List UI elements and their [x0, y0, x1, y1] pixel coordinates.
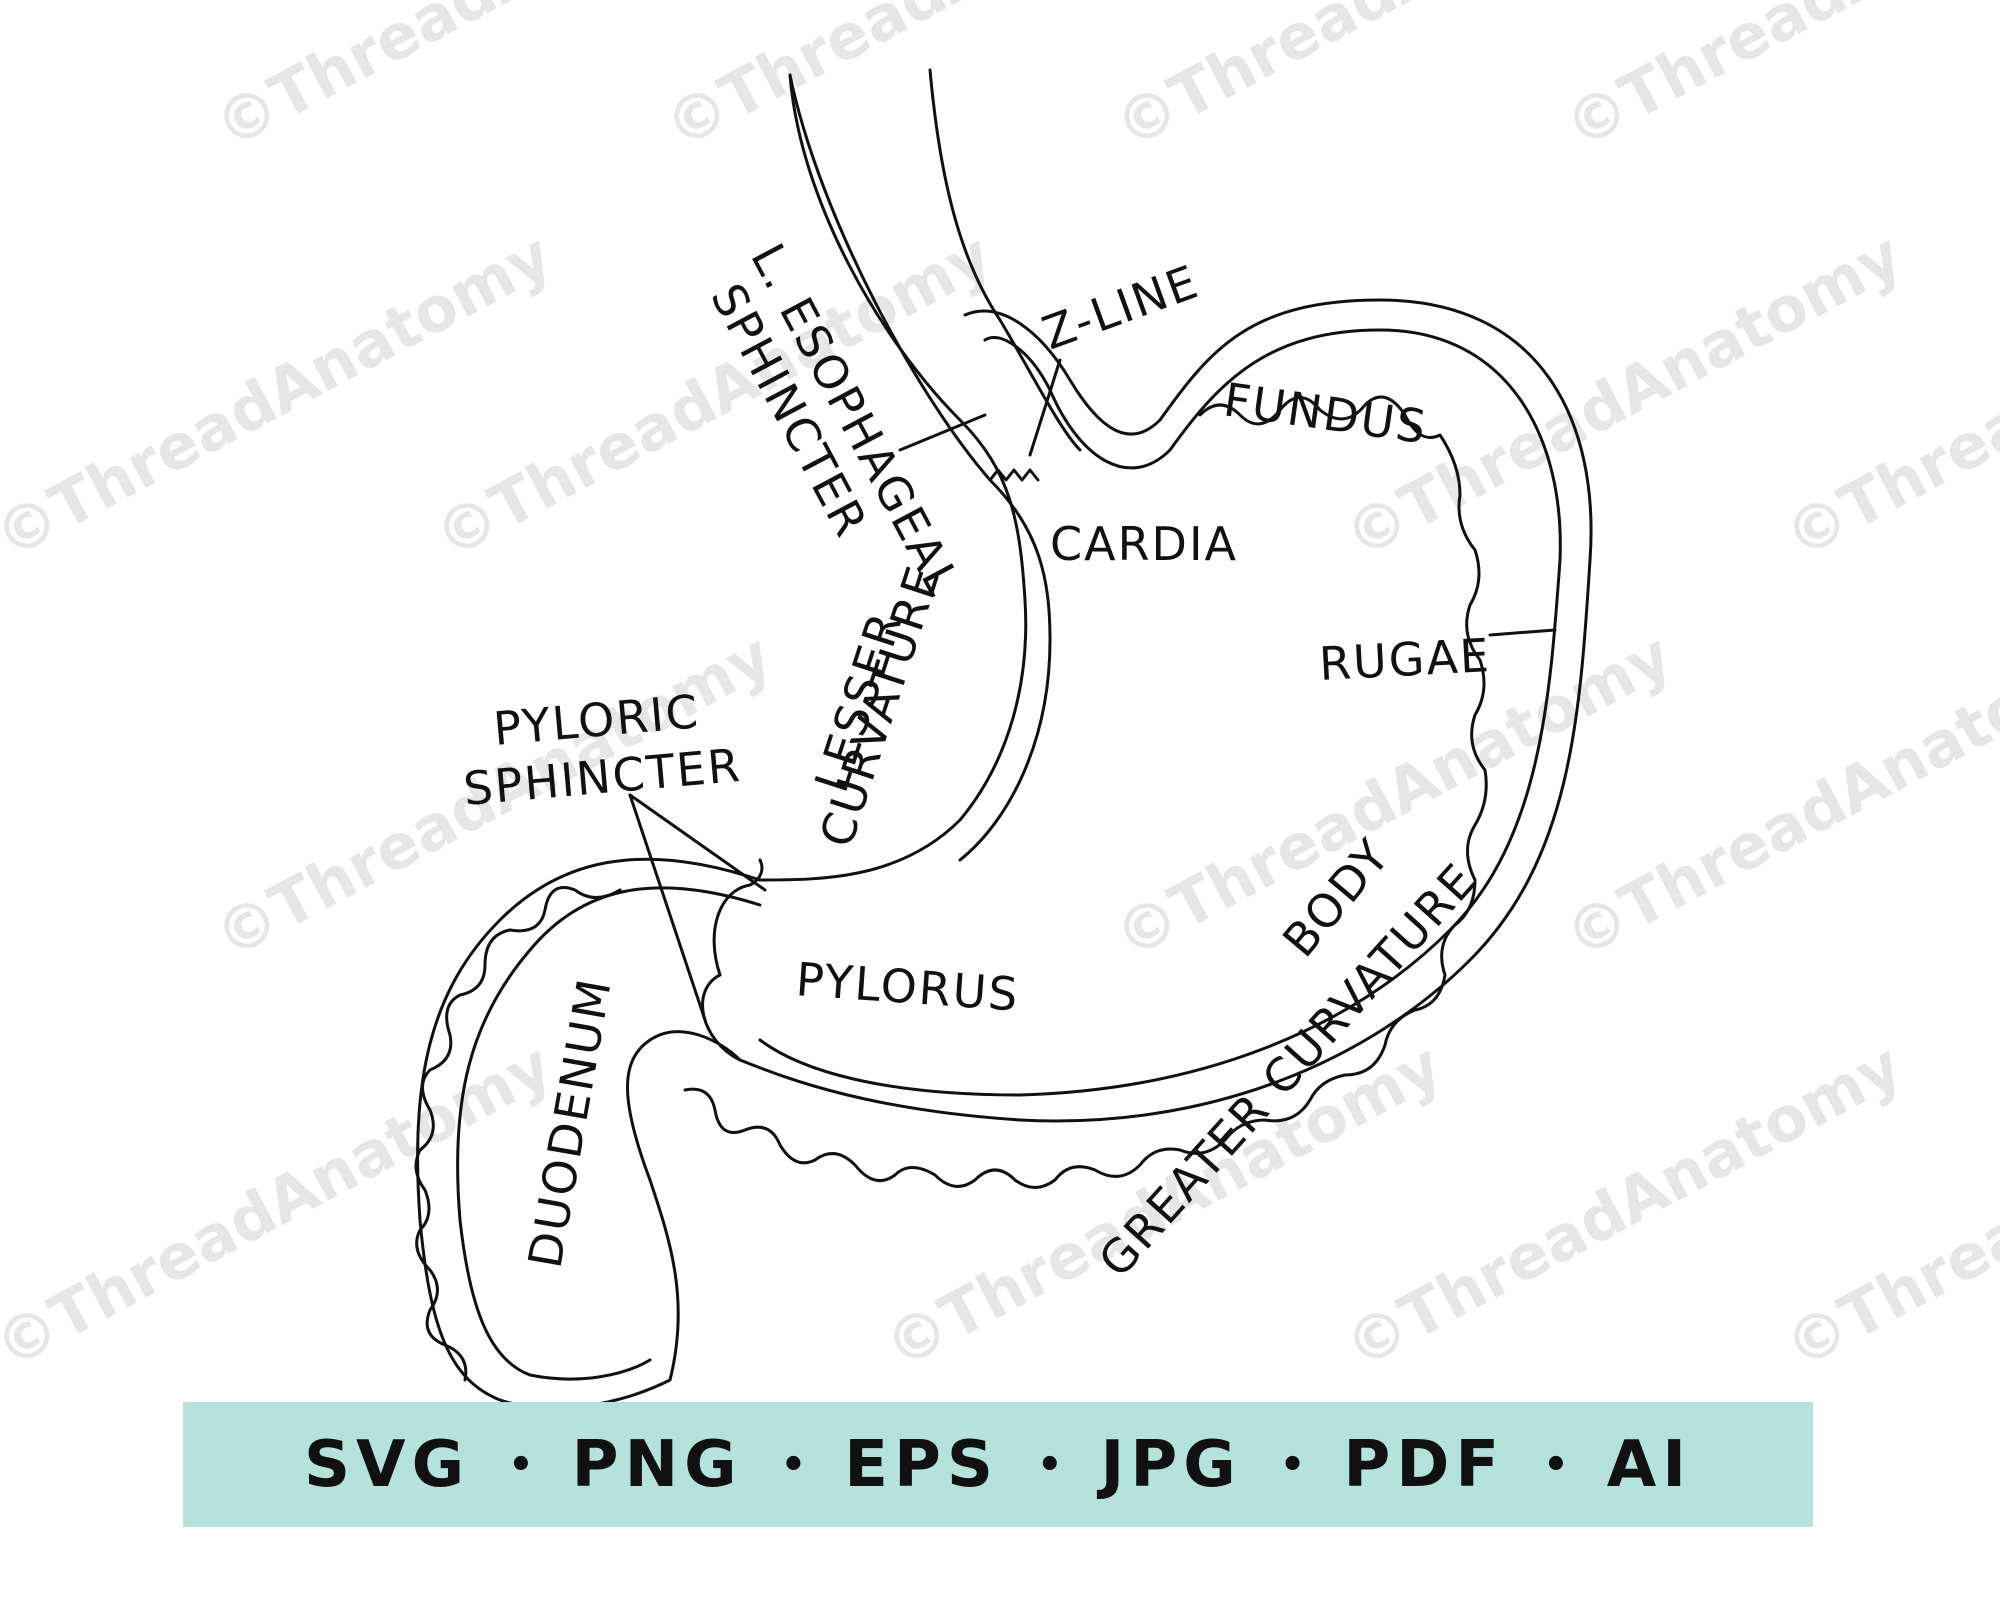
label-cardia: CARDIA: [1050, 517, 1238, 571]
pyloric-sphincter-shape: [712, 858, 764, 977]
duodenum-inner-wall: [456, 886, 762, 1381]
z-line-zigzag: [988, 468, 1040, 482]
stomach: [683, 298, 1593, 1189]
separator-dot: •: [1543, 1441, 1569, 1488]
duodenum: [414, 857, 764, 1410]
label-z-line: Z-LINE: [1035, 254, 1206, 360]
label-fundus: FUNDUS: [1220, 372, 1430, 454]
stomach-rugae-lining: [683, 395, 1488, 1189]
esophagus: [758, 68, 1082, 882]
watermark-layer: ©ThreadAnatomy ©ThreadAnatomy ©ThreadAna…: [0, 0, 2000, 1383]
format-pdf: PDF: [1343, 1427, 1506, 1502]
rugae-pointer: [1488, 628, 1557, 637]
pyloric-sphincter-pointer-lower: [628, 793, 707, 1022]
format-svg: SVG: [303, 1427, 471, 1502]
stomach-outer-wall: [701, 298, 1593, 1123]
label-duodenum: DUODENUM: [518, 973, 622, 1271]
format-eps: EPS: [844, 1427, 999, 1502]
separator-dot: •: [508, 1441, 534, 1488]
duodenum-rugae-lining: [414, 886, 622, 1382]
pyloric-sphincter-pointer-upper: [628, 793, 767, 892]
label-rugae: RUGAE: [1318, 628, 1492, 691]
l-esophageal-sphincter-pointer: [898, 413, 987, 452]
leader-lines: [628, 358, 1557, 1022]
format-png: PNG: [571, 1427, 743, 1502]
separator-dot: •: [1279, 1441, 1306, 1488]
separator-dot: •: [780, 1441, 807, 1488]
label-pylorus: PYLORUS: [794, 952, 1021, 1021]
stomach-inner-wall: [758, 328, 1562, 1097]
esophagus-left-wall: [758, 73, 1028, 882]
esophagus-right-wall: [928, 68, 1082, 452]
esophagus-left-inner-wall: [788, 73, 1052, 862]
format-jpg: JPG: [1100, 1427, 1242, 1502]
z-line-pointer: [1028, 358, 1062, 457]
format-ai: AI: [1606, 1427, 1693, 1502]
file-formats-banner: SVG • PNG • EPS • JPG • PDF • AI: [183, 1402, 1813, 1527]
watermark-text: ©ThreadAnatomy: [1553, 0, 2000, 163]
separator-dot: •: [1036, 1441, 1063, 1488]
duodenum-outer-wall: [416, 857, 762, 1410]
watermark-text: ©ThreadAnatomy: [0, 1028, 563, 1383]
